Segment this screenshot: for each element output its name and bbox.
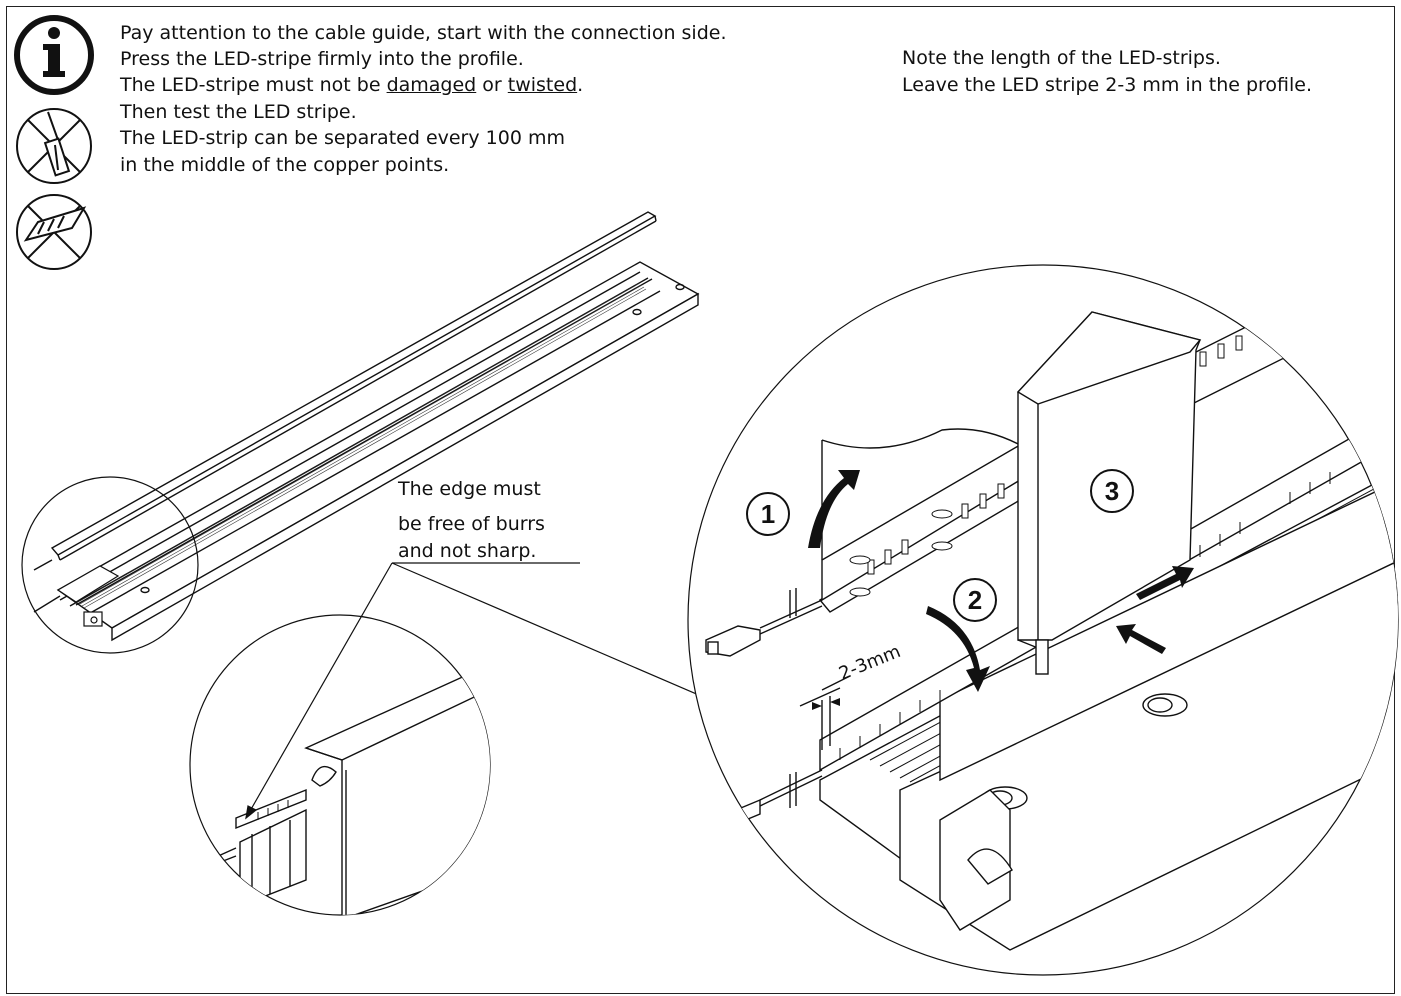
step-1-badge — [746, 492, 790, 536]
step-1-label: 1 — [761, 499, 775, 529]
word-damaged: damaged — [386, 74, 477, 96]
instruction-line-1: Pay attention to the cable guide, start … — [120, 22, 727, 44]
instruction-line-4: Then test the LED stripe. — [120, 101, 357, 123]
drawing-frame — [6, 6, 1395, 994]
assembly-detail-drawing — [705, 265, 1398, 951]
info-icon — [14, 15, 94, 95]
edge-callout-line-2: be free of burrs — [398, 513, 545, 535]
instruction-line-3-text: The LED-stripe must not be — [120, 74, 387, 96]
note-line-2: Leave the LED stripe 2-3 mm in the profi… — [902, 74, 1313, 96]
step-3-badge — [1090, 469, 1134, 513]
instruction-line-6: in the middle of the copper points. — [120, 154, 450, 176]
instruction-line-2: Press the LED-stripe firmly into the pro… — [120, 48, 524, 70]
edge-detail-drawing — [195, 659, 490, 915]
detail-circle-small — [21, 476, 199, 654]
instruction-line-3: The LED-stripe must not be damaged or tw… — [120, 72, 583, 99]
push-arrow-icon — [1116, 566, 1194, 654]
edge-callout-line-3: and not sharp. — [398, 540, 537, 562]
no-screwdriver-icon — [16, 108, 92, 184]
no-cutter-icon — [16, 194, 92, 270]
step-2-label: 2 — [968, 585, 982, 615]
edge-callout-line-1: The edge must — [398, 478, 541, 500]
press-arrow-icon — [926, 606, 990, 692]
instruction-line-5: The LED-strip can be separated every 100… — [120, 127, 565, 149]
profile-overview — [33, 211, 700, 642]
step-2-badge — [953, 578, 997, 622]
note-line-1: Note the length of the LED-strips. — [902, 47, 1221, 69]
period: . — [577, 74, 584, 96]
step-badges — [746, 469, 1134, 622]
lift-arrow-icon — [808, 470, 860, 548]
word-or: or — [476, 74, 508, 96]
word-twisted: twisted — [507, 74, 578, 96]
step-3-label: 3 — [1105, 476, 1119, 506]
